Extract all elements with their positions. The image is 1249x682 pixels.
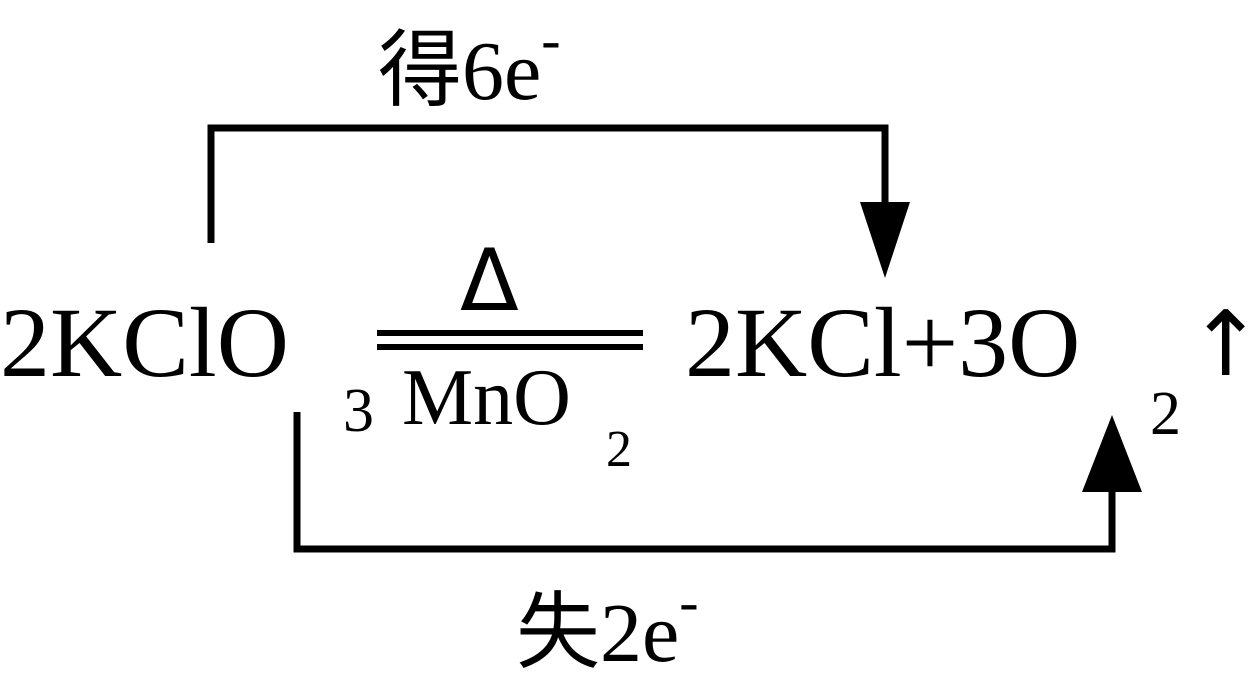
product-2-subscript: 2 [1150,380,1181,448]
gain-arrowhead [860,202,910,278]
catalyst-formula: MnO [402,358,571,438]
loss-label-superscript: - [679,569,699,634]
gain-label: 得6e- [378,11,561,114]
loss-bracket-line [293,412,1116,553]
gain-label-superscript: - [541,7,561,72]
reactant-formula-text: KClO [50,287,289,398]
product-2-coefficient: 3 [958,287,1009,398]
reactant-coefficient: 2 [0,287,50,398]
gain-label-text: 得6e [378,25,542,118]
catalyst-subscript: 2 [606,421,632,478]
loss-arrowhead [1082,415,1142,492]
plus-sign: + [901,287,959,398]
product-1-coefficient: 2 [685,287,735,398]
reactant-subscript: 3 [343,377,374,445]
gain-bracket-line [207,124,889,243]
loss-label-text: 失2e [516,587,680,680]
product-2-formula: O [1008,287,1081,398]
gas-arrow-symbol: ↑ [1188,292,1249,397]
products-formula: 2KCl+3O [685,293,1080,393]
product-1-formula: KCl [735,287,902,398]
heat-symbol: Δ [460,231,519,331]
loss-label: 失2e- [516,573,699,676]
reactant-formula: 2KClO [0,293,289,393]
catalyst-formula-text: MnO [402,354,571,442]
